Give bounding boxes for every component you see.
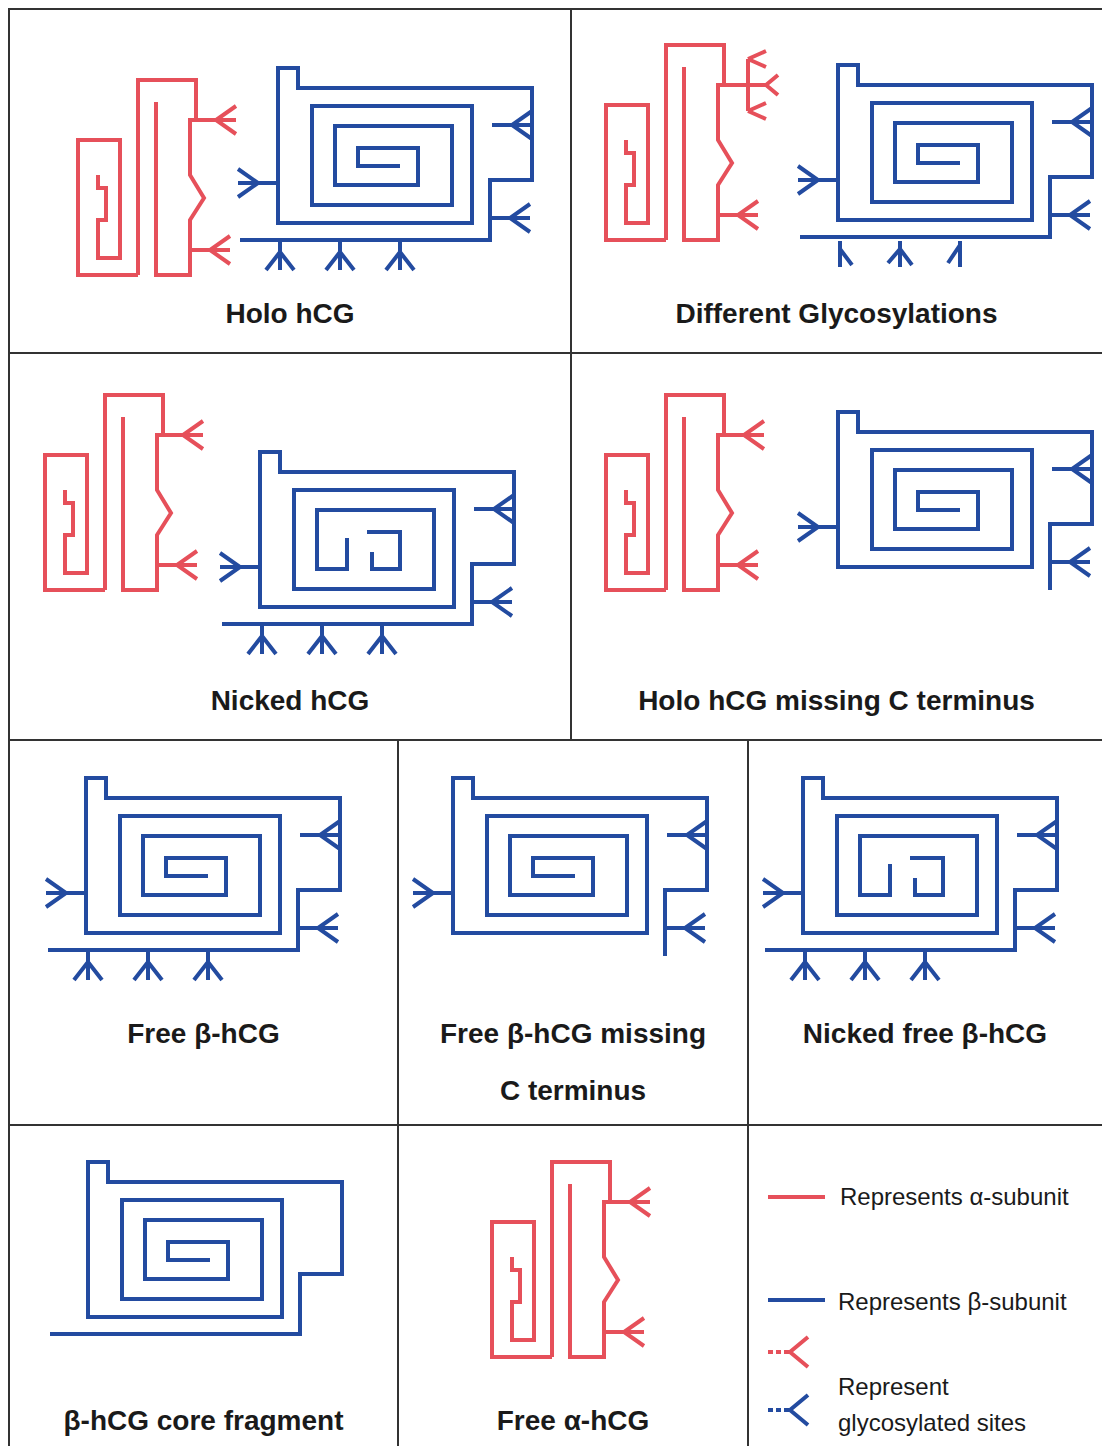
legend-glycan <box>790 1337 808 1367</box>
legend-entry: Represents α-subunit <box>840 1179 1069 1215</box>
grid-line <box>397 740 399 1446</box>
beta-subunit <box>238 68 532 270</box>
legend-glycan-stem <box>768 1408 790 1412</box>
alpha-subunit <box>78 80 236 275</box>
beta-chain <box>48 778 340 950</box>
alpha-chain <box>606 45 732 240</box>
panel-caption: Free β-hCG missing C terminus <box>434 1005 712 1119</box>
legend-glycan <box>790 1395 808 1425</box>
grid-line <box>9 739 1102 741</box>
panel-caption: Holo hCG missing C terminus <box>579 672 1094 729</box>
beta-subunit <box>413 778 707 956</box>
beta-subunit <box>220 452 514 654</box>
beta-subunit <box>763 778 1057 980</box>
beta-subunit <box>798 412 1092 590</box>
c-terminal-glycans <box>74 950 222 980</box>
legend-glycan-stem <box>768 1350 790 1354</box>
legend-text: Represents α-subunit <box>840 1183 1069 1210</box>
legend-line <box>768 1298 825 1302</box>
alpha-subunit <box>45 395 203 590</box>
panel: Free β-hCG <box>9 740 398 1125</box>
panel: Holo hCG missing C terminus <box>571 353 1102 740</box>
panel: Nicked free β-hCG <box>748 740 1102 1125</box>
grid-line <box>9 352 1102 354</box>
nicked-beta-chain <box>222 452 514 624</box>
beta-glycans <box>763 821 1057 942</box>
beta-subunit <box>798 65 1092 267</box>
legend-entry: Represents β-subunit <box>838 1284 1067 1320</box>
panel: Nicked hCG <box>9 353 571 740</box>
beta-chain <box>50 1162 342 1334</box>
beta-glycans <box>46 821 340 942</box>
legend-text: Represents β-subunit <box>838 1288 1067 1315</box>
grid-line <box>9 1124 1102 1126</box>
grid-line <box>570 9 572 740</box>
legend-entry: Represent glycosylated sites <box>838 1369 1073 1441</box>
c-terminal-glycans <box>248 624 396 654</box>
glycan-variant <box>840 241 852 267</box>
panel: Free α-hCG <box>398 1125 748 1446</box>
glycan-variant <box>948 241 960 267</box>
alpha-subunit <box>492 1162 650 1357</box>
glycan-variant <box>888 241 912 267</box>
panel-caption: Different Glycosylations <box>579 285 1094 342</box>
panel-caption: Nicked hCG <box>17 672 563 729</box>
panel-caption: Free β-hCG <box>17 1005 390 1062</box>
beta-glycans <box>413 821 707 942</box>
panel: Different Glycosylations <box>571 9 1102 353</box>
beta-chain <box>800 65 1092 237</box>
beta-chain <box>240 68 532 240</box>
c-terminal-glycans <box>791 950 939 980</box>
beta-core <box>50 1162 342 1334</box>
panel-caption: Free α-hCG <box>406 1392 740 1446</box>
grid-border <box>9 9 1102 1446</box>
beta-glycans <box>798 108 1092 229</box>
branched-glycan <box>724 51 778 119</box>
panel: Holo hCG <box>9 9 571 353</box>
beta-subunit <box>46 778 340 980</box>
panel-grid <box>9 9 1102 1446</box>
panel-caption: β-hCG core fragment <box>17 1392 390 1446</box>
grid-line <box>747 740 749 1446</box>
nicked-beta-chain <box>765 778 1057 950</box>
beta-glycans <box>220 495 514 616</box>
beta-glycans <box>798 455 1092 576</box>
legend-line <box>768 1195 825 1199</box>
legend-text: Represent glycosylated sites <box>838 1373 1026 1436</box>
legend-samples <box>768 1197 825 1425</box>
alpha-subunit <box>606 395 764 590</box>
alpha-subunit <box>606 45 778 240</box>
panel-caption: Holo hCG <box>17 285 563 342</box>
panel: Free β-hCG missing C terminus <box>398 740 748 1125</box>
c-terminal-glycans <box>266 240 414 270</box>
panel: β-hCG core fragment <box>9 1125 398 1446</box>
panel-caption: Nicked free β-hCG <box>756 1005 1094 1062</box>
glycan-fork <box>718 201 758 229</box>
beta-glycans <box>238 111 532 232</box>
